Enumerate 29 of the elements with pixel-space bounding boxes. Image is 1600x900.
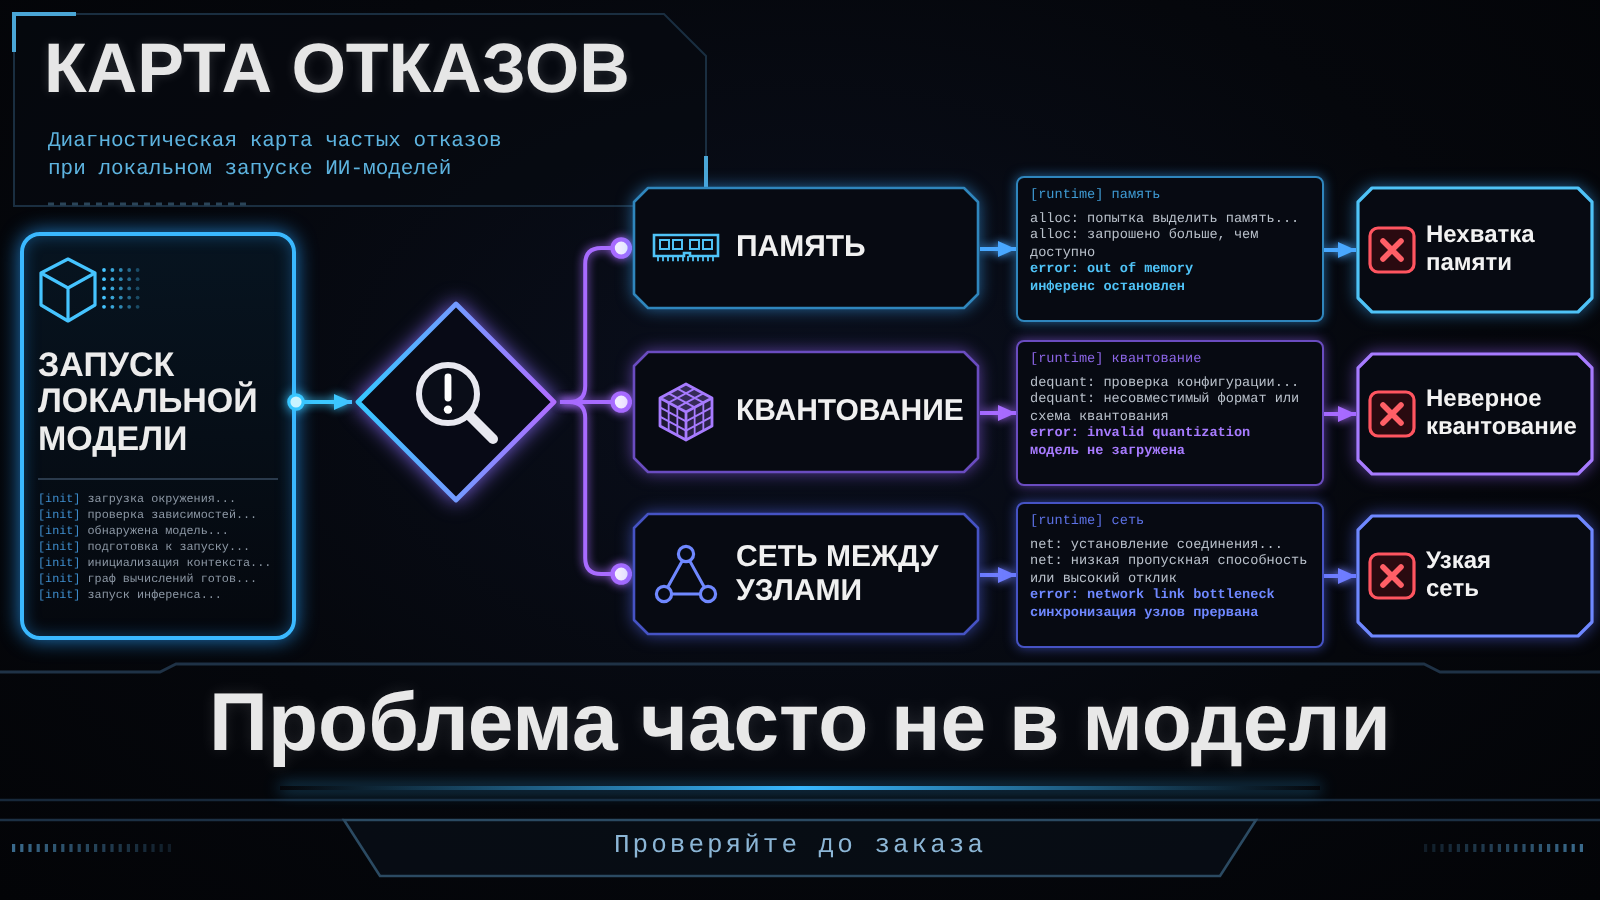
arrow <box>980 404 1016 422</box>
result-panel <box>1356 352 1594 476</box>
result-label: Нехватка памяти <box>1426 222 1535 278</box>
category-panel <box>632 186 980 310</box>
result-panel <box>1356 514 1594 638</box>
category-panel <box>632 350 980 474</box>
footer-note: Проверяйте до заказа <box>613 830 987 862</box>
headline: Проблема часто не в модели <box>209 676 1391 771</box>
diagram-title: КАРТА ОТКАЗОВ <box>44 32 630 109</box>
result-label: Узкая сеть <box>1426 548 1492 604</box>
category-label: КВАНТОВАНИЕ <box>736 394 964 430</box>
start-panel <box>20 232 296 640</box>
result-panel <box>1356 186 1594 314</box>
arrow <box>1324 241 1356 259</box>
log-panel <box>1016 176 1324 322</box>
arrow <box>980 240 1016 258</box>
arrow <box>980 566 1016 584</box>
category-label: СЕТЬ МЕЖДУ УЗЛАМИ <box>736 539 941 609</box>
category-panel <box>632 512 980 636</box>
node-title: ЗАПУСК ЛОКАЛЬНОЙ МОДЕЛИ <box>38 348 260 459</box>
connector-line <box>560 400 632 585</box>
arrow <box>1324 567 1356 585</box>
arrow <box>1324 405 1356 423</box>
category-label: ПАМЯТЬ <box>736 230 866 266</box>
subtitle: Диагностическая карта частых отказов при локальном запуске ИИ-моделей <box>48 128 504 185</box>
log-panel <box>1016 502 1324 648</box>
decision-diamond <box>352 298 560 506</box>
log-panel <box>1016 340 1324 486</box>
result-label: Неверное квантование <box>1426 386 1577 442</box>
